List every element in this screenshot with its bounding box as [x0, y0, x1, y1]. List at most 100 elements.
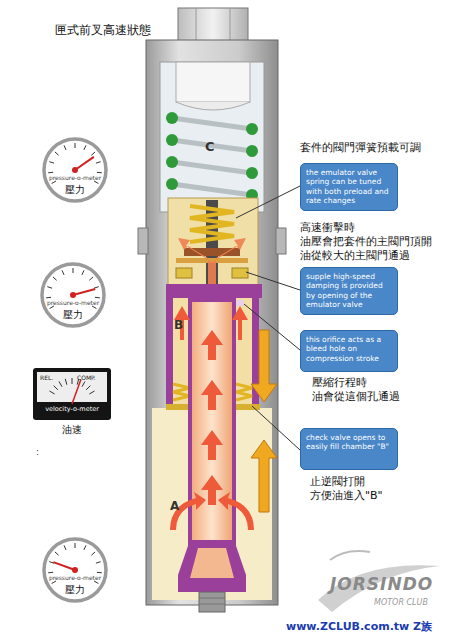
emulator-valve-part — [232, 268, 248, 278]
meter-tick — [65, 379, 67, 385]
gauge-tick — [73, 268, 74, 273]
gauge-tick — [47, 287, 52, 289]
watermark: MOTOR CLUB — [374, 598, 428, 608]
top-cap-part — [178, 8, 248, 42]
gauge-tick — [94, 581, 98, 584]
chamber-c-part — [160, 62, 264, 212]
gauge-label: pressure-o-meter — [42, 574, 108, 582]
meter-case — [33, 368, 111, 420]
gauge-tick — [92, 306, 96, 309]
damper-rod-part — [178, 540, 246, 592]
callout-text: the emulator valve spring can be tuned w… — [306, 168, 392, 206]
emulator-valve-part — [190, 206, 234, 242]
gauge-tick — [91, 152, 95, 155]
gauge-label: 壓力 — [40, 309, 106, 322]
callout-box: this orifice acts as a bleed hole on com… — [300, 330, 398, 372]
meter-tick — [82, 381, 85, 386]
gauge-tick — [91, 552, 95, 555]
inner-cylinder-part — [166, 284, 262, 298]
gauge-tick — [52, 181, 56, 184]
gauge-hub — [72, 167, 78, 173]
callout-box: the emulator valve spring can be tuned w… — [300, 163, 398, 211]
chamber-letter: B — [174, 318, 183, 333]
emulator-valve-part — [176, 268, 192, 278]
gauge-label: 油速 — [33, 424, 111, 437]
stroke-arrows — [251, 330, 277, 512]
flow-arrows-valve — [178, 238, 246, 292]
chamber-letter: A — [170, 499, 179, 514]
watermark-swoosh-part — [330, 551, 370, 560]
main-spring-part — [166, 112, 178, 124]
top-cap-part — [230, 8, 231, 42]
callout-box: supple high-speed damping is provided by… — [300, 267, 398, 315]
damper-rod-part — [199, 592, 225, 612]
leader-line-part — [252, 406, 300, 450]
velocity-meter: REL.COMP.velocity-o-meter油速 — [33, 368, 111, 420]
gauge-needle — [75, 157, 94, 170]
gauge-needle — [53, 562, 75, 570]
gauge-tick — [95, 297, 100, 299]
gauge-label: pressure-o-meter — [40, 299, 106, 307]
main-spring-part — [166, 134, 178, 146]
gauge-tick — [64, 545, 66, 550]
meter-tick — [49, 391, 54, 394]
gauge-tick — [53, 277, 57, 280]
main-spring-part — [172, 184, 252, 195]
gauge-tick — [55, 152, 59, 155]
gauge-tick — [48, 172, 53, 174]
gauge-tick — [97, 572, 102, 574]
chamber-a — [152, 408, 272, 600]
outer-tube-part — [276, 228, 286, 254]
callout-text: supple high-speed damping is provided by… — [306, 272, 392, 310]
annotation-note: 止逆閥打開 方便油進入"B" — [310, 475, 440, 503]
gauge-label: REL. — [40, 374, 70, 382]
gauge-tick — [62, 270, 64, 275]
gauge-tick — [75, 143, 76, 148]
annotation-note: 套件的閥門彈簧預載可調 — [300, 141, 450, 155]
damper-rod-part — [199, 598, 225, 599]
gauge-tick — [48, 572, 53, 574]
stray-mark: : — [36, 447, 39, 458]
meter-tick — [86, 386, 90, 390]
gauge-tick — [49, 162, 54, 164]
outer-tube-part — [138, 228, 148, 254]
flow-arrows-rod-part — [218, 492, 254, 530]
inner-cylinder-part — [166, 298, 173, 410]
chamber-c-part — [176, 102, 250, 110]
pressure-gauge: pressure-o-meter壓力 — [42, 137, 108, 203]
chamber-c-part — [176, 62, 250, 102]
gauge-tick — [97, 172, 102, 174]
leader-line-part — [246, 272, 300, 290]
check-valve-part — [236, 384, 252, 400]
gauge-label: COMP. — [77, 374, 107, 382]
annotation-note: 壓縮行程時 油會從這個孔通過 — [312, 376, 442, 404]
annotation-note: 高速衝擊時 油壓會把套件的主閥門頂開 油從較大的主閥門通過 — [300, 221, 450, 263]
outer-tube-part — [146, 40, 278, 605]
leader-line — [236, 186, 300, 450]
meter-needle — [72, 380, 81, 404]
callout-text: this orifice acts as a bleed hole on com… — [306, 335, 392, 363]
callout-box: check valve opens to easily fill chamber… — [300, 428, 398, 470]
gauge-tick — [55, 552, 59, 555]
gauge-needle — [73, 289, 95, 295]
stroke-arrows-part — [251, 330, 277, 402]
gauge-tick — [94, 181, 98, 184]
gauge-tick — [89, 277, 93, 280]
gauge-tick — [50, 306, 54, 309]
chamber-c — [160, 62, 264, 212]
flow-arrows-rod-part — [201, 330, 223, 360]
meter-tick — [72, 378, 73, 384]
meter-dial — [37, 372, 107, 402]
main-spring-part — [172, 162, 252, 173]
damper-rod-part — [190, 548, 234, 578]
gauge-tick — [64, 145, 66, 150]
flow-arrows-rod-part — [201, 380, 223, 410]
meter-tick — [89, 391, 94, 394]
leader-line-part — [244, 304, 300, 350]
gauge-tick — [84, 545, 86, 550]
main-spring — [166, 112, 258, 201]
flow-arrows-rod-part — [174, 306, 190, 340]
pressure-gauge: pressure-o-meter 壓力 — [40, 262, 106, 328]
flow-arrows-rod-part — [201, 430, 223, 460]
